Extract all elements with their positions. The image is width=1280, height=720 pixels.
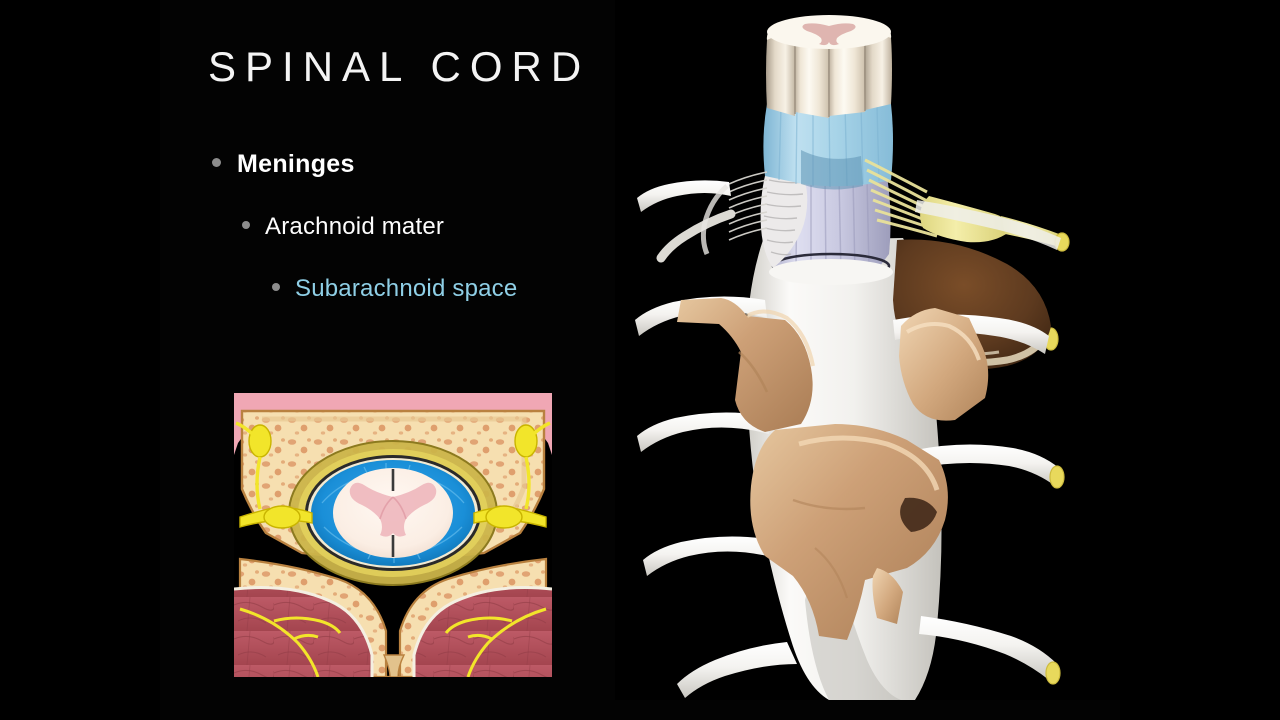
bullet-label: Meninges xyxy=(237,150,355,178)
bullet-list: Meninges Arachnoid mater Subarachnoid sp… xyxy=(160,150,620,303)
pillarbox-left xyxy=(0,0,160,720)
figure-vertebra-cross-section xyxy=(234,393,552,677)
bullet-dot-icon xyxy=(242,221,250,229)
bullet-item-meninges: Meninges xyxy=(212,150,620,179)
bullet-item-arachnoid-mater: Arachnoid mater xyxy=(242,213,620,241)
bullet-dot-icon xyxy=(272,283,280,291)
figure-spinal-cord-3d xyxy=(615,0,1120,700)
vertebra-cross-section-illustration xyxy=(234,393,552,677)
bullet-dot-icon xyxy=(212,158,221,167)
bullet-label: Arachnoid mater xyxy=(265,213,445,240)
bullet-label: Subarachnoid space xyxy=(295,275,518,302)
pillarbox-right xyxy=(1120,0,1280,720)
bullet-item-subarachnoid-space: Subarachnoid space xyxy=(272,275,620,303)
page-title: SPINAL CORD xyxy=(208,43,591,90)
spinal-cord-3d-illustration xyxy=(615,0,1120,700)
slide-content-area: SPINAL CORD Meninges Arachnoid mater Sub… xyxy=(160,0,1120,720)
